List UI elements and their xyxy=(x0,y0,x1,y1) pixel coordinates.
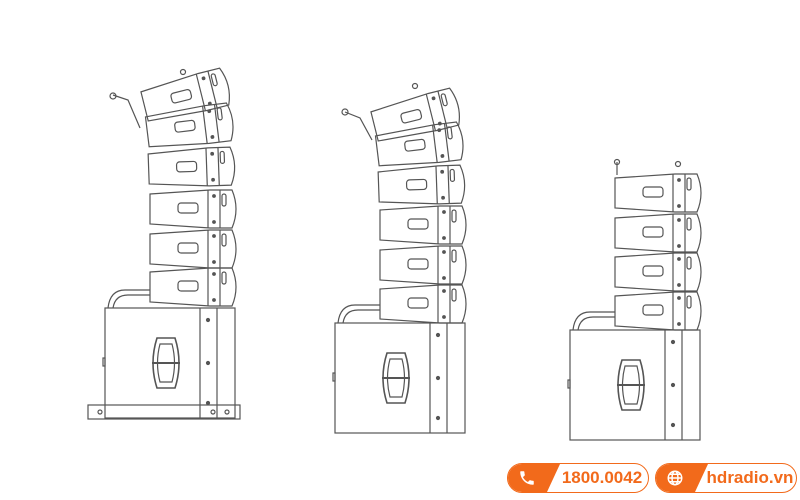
phone-badge[interactable]: 1800.0042 xyxy=(507,463,649,493)
array-left xyxy=(87,66,241,420)
speaker-arrays-drawing xyxy=(87,66,702,441)
array-middle xyxy=(332,82,467,434)
globe-icon xyxy=(656,464,708,492)
website-badge[interactable]: hdradio.vn xyxy=(655,463,797,493)
array-right xyxy=(567,158,702,441)
phone-icon xyxy=(508,464,560,492)
website-url: hdradio.vn xyxy=(706,468,794,487)
phone-number: 1800.0042 xyxy=(561,468,643,487)
